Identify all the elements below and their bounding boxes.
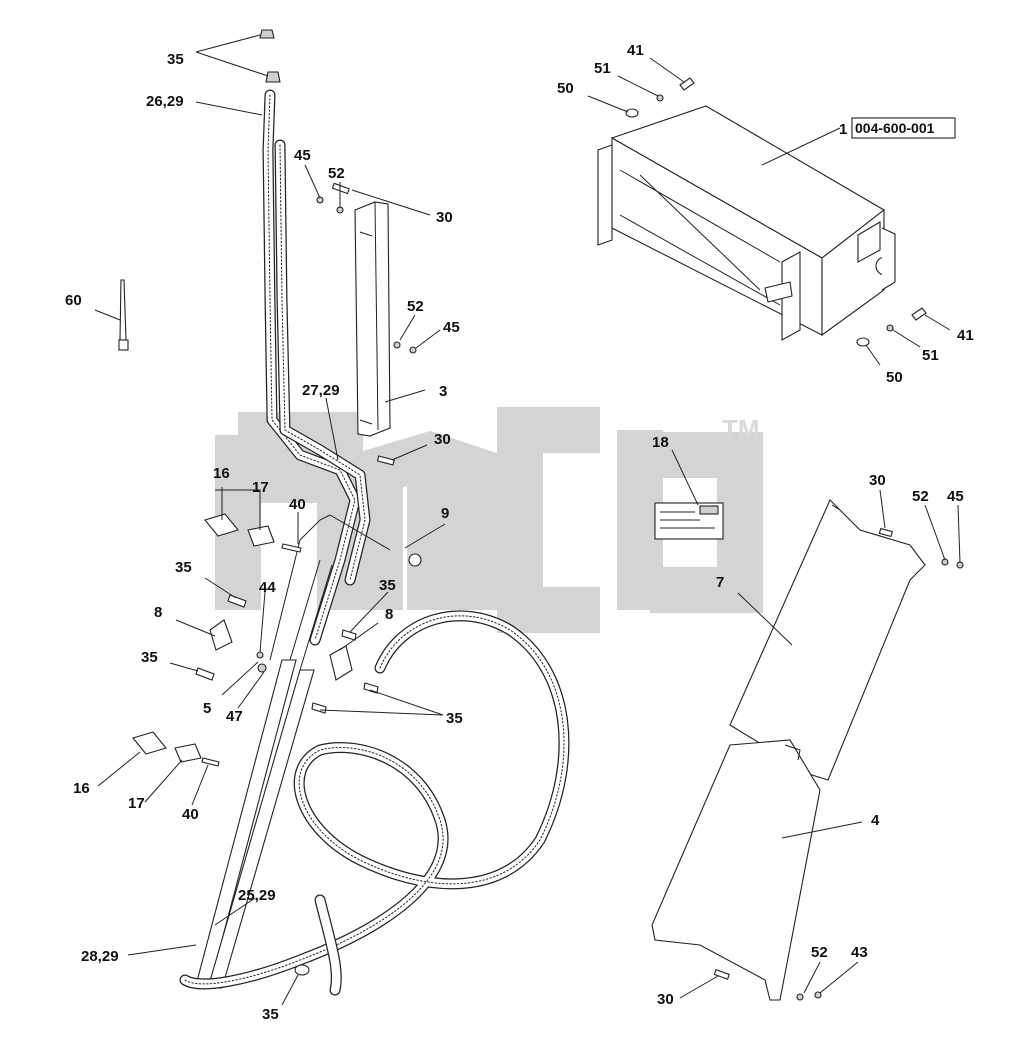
watermark-logo: TM [215, 407, 763, 633]
callout-60: 60 [65, 292, 82, 309]
callout-30: 30 [436, 209, 453, 226]
hose-loop [179, 610, 570, 996]
callout-52: 52 [811, 944, 828, 961]
callout-47: 47 [226, 708, 243, 725]
callout-43: 43 [851, 944, 868, 961]
heater-unit [597, 105, 896, 341]
callout-4: 4 [871, 812, 880, 829]
callout-45: 45 [443, 319, 460, 336]
callout-35: 35 [379, 577, 396, 594]
callout-35: 35 [446, 710, 463, 727]
callout-44: 44 [259, 579, 276, 596]
label-18 [654, 502, 724, 540]
callout-35: 35 [141, 649, 158, 666]
hose-26-29 [262, 89, 371, 646]
bracket-3 [354, 201, 391, 437]
callout-8: 8 [385, 606, 393, 623]
callout-17: 17 [252, 479, 269, 496]
callout-7: 7 [716, 574, 724, 591]
callout-45: 45 [294, 147, 311, 164]
callout-51: 51 [922, 347, 939, 364]
panel-4 [651, 739, 821, 1001]
trademark-symbol: TM [722, 414, 760, 444]
callout-28-29: 28,29 [81, 948, 119, 965]
callout-35: 35 [175, 559, 192, 576]
callout-16: 16 [73, 780, 90, 797]
callout-25-29: 25,29 [238, 887, 276, 904]
callout-9: 9 [441, 505, 449, 522]
callout-51: 51 [594, 60, 611, 77]
callout-40: 40 [182, 806, 199, 823]
callout-5: 5 [203, 700, 211, 717]
callout-35: 35 [167, 51, 184, 68]
callout-8: 8 [154, 604, 162, 621]
callout-16: 16 [213, 465, 230, 482]
callout-26-29: 26,29 [146, 93, 184, 110]
small-hardware [132, 29, 964, 1001]
callout-3: 3 [439, 383, 447, 400]
callout-52: 52 [328, 165, 345, 182]
leader-lines [94, 34, 961, 1006]
reference-number: 004-600-001 [855, 120, 935, 136]
reference-number-box: 004-600-001 [851, 117, 956, 139]
callout-50: 50 [557, 80, 574, 97]
cable-9 [269, 514, 422, 661]
callout-18: 18 [652, 434, 669, 451]
callout-52: 52 [912, 488, 929, 505]
panel-7 [729, 499, 926, 781]
callout-27-29: 27,29 [302, 382, 340, 399]
callout-35: 35 [262, 1006, 279, 1023]
callout-41: 41 [957, 327, 974, 344]
tubes-25-28 [195, 559, 333, 989]
callout-41: 41 [627, 42, 644, 59]
callout-40: 40 [289, 496, 306, 513]
callout-30: 30 [657, 991, 674, 1008]
callout-30: 30 [869, 472, 886, 489]
cable-tie-60 [118, 279, 129, 351]
callout-52: 52 [407, 298, 424, 315]
callout-45: 45 [947, 488, 964, 505]
callout-50: 50 [886, 369, 903, 386]
callout-30: 30 [434, 431, 451, 448]
callout-labels: 35 26,29 45 52 30 60 52 45 27,29 3 30 16… [65, 42, 974, 1023]
callout-1: 1 [839, 121, 847, 138]
callout-17: 17 [128, 795, 145, 812]
